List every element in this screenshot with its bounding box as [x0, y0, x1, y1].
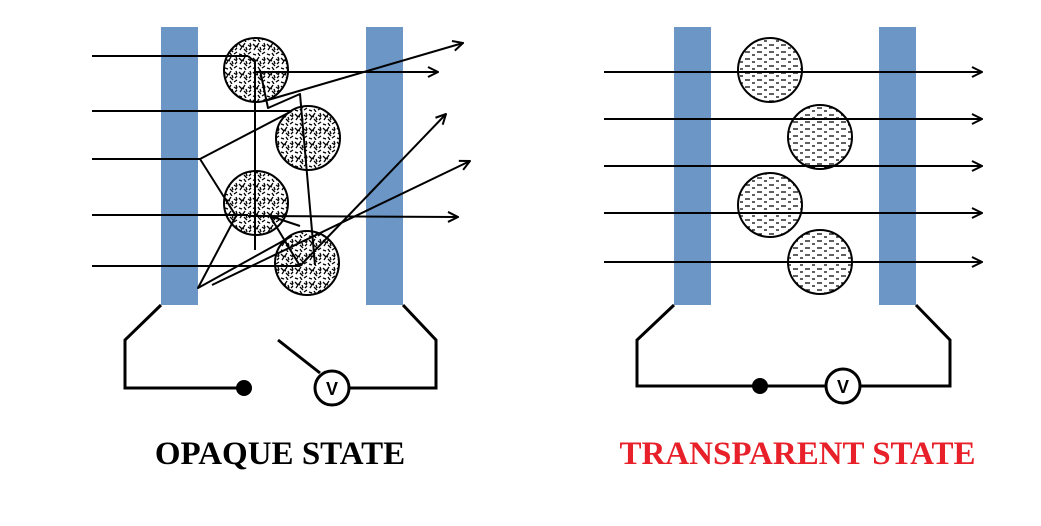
incoming-light-rays	[92, 55, 300, 267]
exiting-light-rays	[211, 43, 470, 286]
opaque-panel: V	[92, 27, 470, 407]
transparent-panel: V	[604, 27, 982, 405]
voltmeter-label: V	[326, 379, 338, 399]
switch-terminal	[236, 380, 252, 396]
voltmeter-label: V	[837, 377, 849, 397]
transmitted-light-rays	[604, 72, 982, 262]
aligned-droplet	[737, 37, 803, 103]
open-circuit	[123, 303, 438, 390]
left-electrode	[161, 27, 198, 305]
scattering-droplet	[275, 105, 341, 171]
scattered-ray-paths	[197, 55, 316, 289]
transparent-state-caption: TRANSPARENT STATE	[619, 436, 976, 472]
aligned-droplet	[737, 172, 803, 238]
voltmeter: V	[313, 369, 351, 407]
closed-circuit	[635, 303, 952, 388]
voltmeter: V	[824, 367, 862, 405]
aligned-droplet	[787, 104, 853, 170]
switch-terminal	[752, 378, 768, 394]
opaque-state-caption: OPAQUE STATE	[154, 436, 406, 472]
